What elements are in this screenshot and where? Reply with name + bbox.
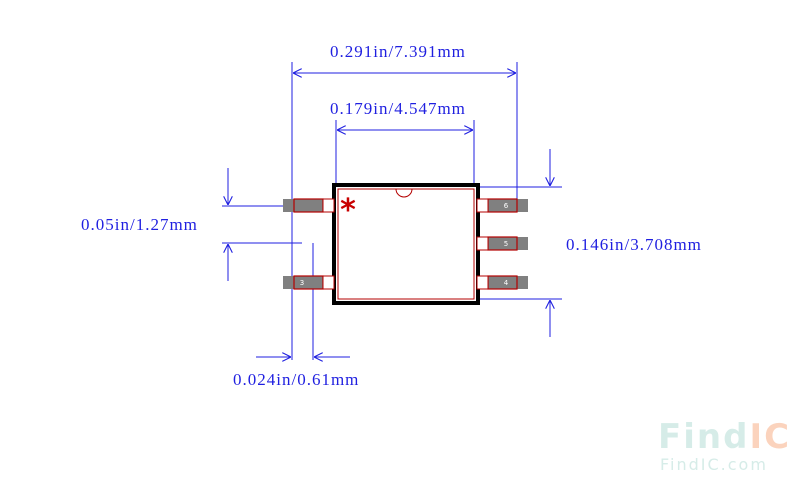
pin-number: 6: [504, 202, 509, 210]
pin1-marker: *: [340, 193, 356, 228]
pin-number: 3: [300, 279, 304, 287]
pad-pin3-copper: [283, 276, 323, 289]
pad-pin3: [283, 275, 335, 290]
pin1-notch: [395, 188, 413, 198]
pad-pin4: [476, 275, 528, 290]
overall-width-label: 0.291in/7.391mm: [330, 42, 466, 61]
pitch-label: 0.05in/1.27mm: [81, 215, 198, 234]
pin-number: 4: [504, 279, 509, 287]
pad-pin6-copper: [488, 199, 528, 212]
findic-url: FindIC.com: [660, 455, 768, 474]
pin-number: 5: [504, 240, 508, 248]
body-width-label: 0.179in/4.547mm: [330, 99, 466, 118]
logo-part2: IC: [749, 417, 792, 457]
pad-pin1: [283, 198, 335, 213]
pad-pin6: [476, 198, 528, 213]
logo-part1: Find: [658, 417, 750, 457]
pad-pin4-copper: [488, 276, 528, 289]
pin-numbers: 6 5 4 3: [300, 202, 509, 287]
body-height-label: 0.146in/3.708mm: [566, 235, 702, 254]
pad-pin5-copper: [488, 237, 528, 250]
pad-width-label: 0.024in/0.61mm: [233, 370, 360, 389]
pad-pin5: [476, 236, 528, 251]
findic-logo: FindIC: [658, 417, 791, 457]
pad-pin1-copper: [283, 199, 323, 212]
pads: [283, 198, 528, 290]
dimension-lines: [222, 62, 562, 360]
courtyard-outline: [337, 188, 475, 300]
